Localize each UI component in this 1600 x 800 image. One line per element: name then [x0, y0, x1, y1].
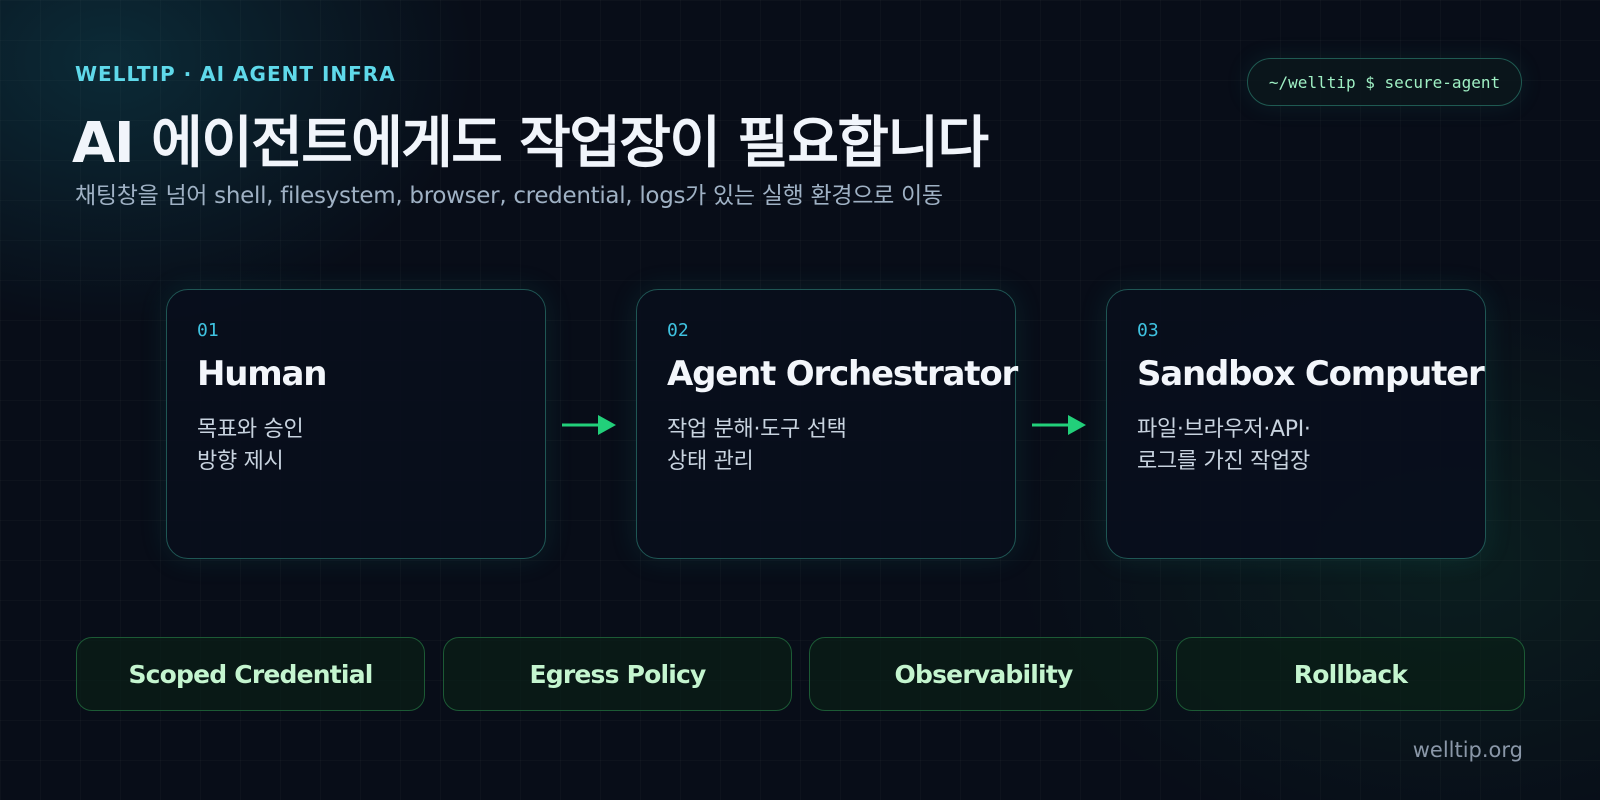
- card-number: 01: [197, 320, 219, 341]
- pill-scoped-credential: Scoped Credential: [76, 637, 425, 711]
- pill-label: Scoped Credential: [128, 659, 373, 689]
- pill-rollback: Rollback: [1176, 637, 1525, 711]
- card-description-line: 로그를 가진 작업장: [1137, 449, 1310, 474]
- card-number: 02: [667, 320, 689, 341]
- card-description-line: 파일·브라우저·API·: [1137, 417, 1311, 442]
- eyebrow-label: WELLTIP · AI AGENT INFRA: [75, 62, 396, 86]
- flow-card-sandbox-computer: 03 Sandbox Computer 파일·브라우저·API· 로그를 가진 …: [1106, 289, 1486, 559]
- flow-card-agent-orchestrator: 02 Agent Orchestrator 작업 분해·도구 선택 상태 관리: [636, 289, 1018, 559]
- card-description-line: 목표와 승인: [197, 417, 304, 442]
- card-description: 목표와 승인 방향 제시: [197, 414, 304, 478]
- terminal-chip: ~/welltip $ secure-agent: [1247, 58, 1522, 106]
- arrow-right-icon: [1032, 415, 1086, 435]
- card-title: Human: [197, 354, 327, 394]
- flow-card-human: 01 Human 목표와 승인 방향 제시: [166, 289, 546, 559]
- arrow-right-icon: [562, 415, 616, 435]
- page-title: AI 에이전트에게도 작업장이 필요합니다: [72, 111, 989, 176]
- pill-label: Egress Policy: [529, 659, 706, 689]
- card-description-line: 작업 분해·도구 선택: [667, 417, 847, 442]
- card-description-line: 상태 관리: [667, 449, 754, 474]
- card-title: Sandbox Computer: [1137, 354, 1485, 394]
- card-description: 파일·브라우저·API· 로그를 가진 작업장: [1137, 414, 1311, 478]
- card-description-line: 방향 제시: [197, 449, 284, 474]
- terminal-chip-text: ~/welltip $ secure-agent: [1268, 72, 1501, 92]
- card-title: Agent Orchestrator: [667, 354, 1018, 394]
- pill-label: Observability: [894, 659, 1074, 689]
- pill-observability: Observability: [809, 637, 1158, 711]
- pill-label: Rollback: [1293, 659, 1408, 689]
- pill-egress-policy: Egress Policy: [443, 637, 792, 711]
- card-description: 작업 분해·도구 선택 상태 관리: [667, 414, 847, 478]
- card-number: 03: [1137, 320, 1159, 341]
- footer-site-label: welltip.org: [1412, 738, 1523, 762]
- page-subtitle: 채팅창을 넘어 shell, filesystem, browser, cred…: [75, 183, 943, 209]
